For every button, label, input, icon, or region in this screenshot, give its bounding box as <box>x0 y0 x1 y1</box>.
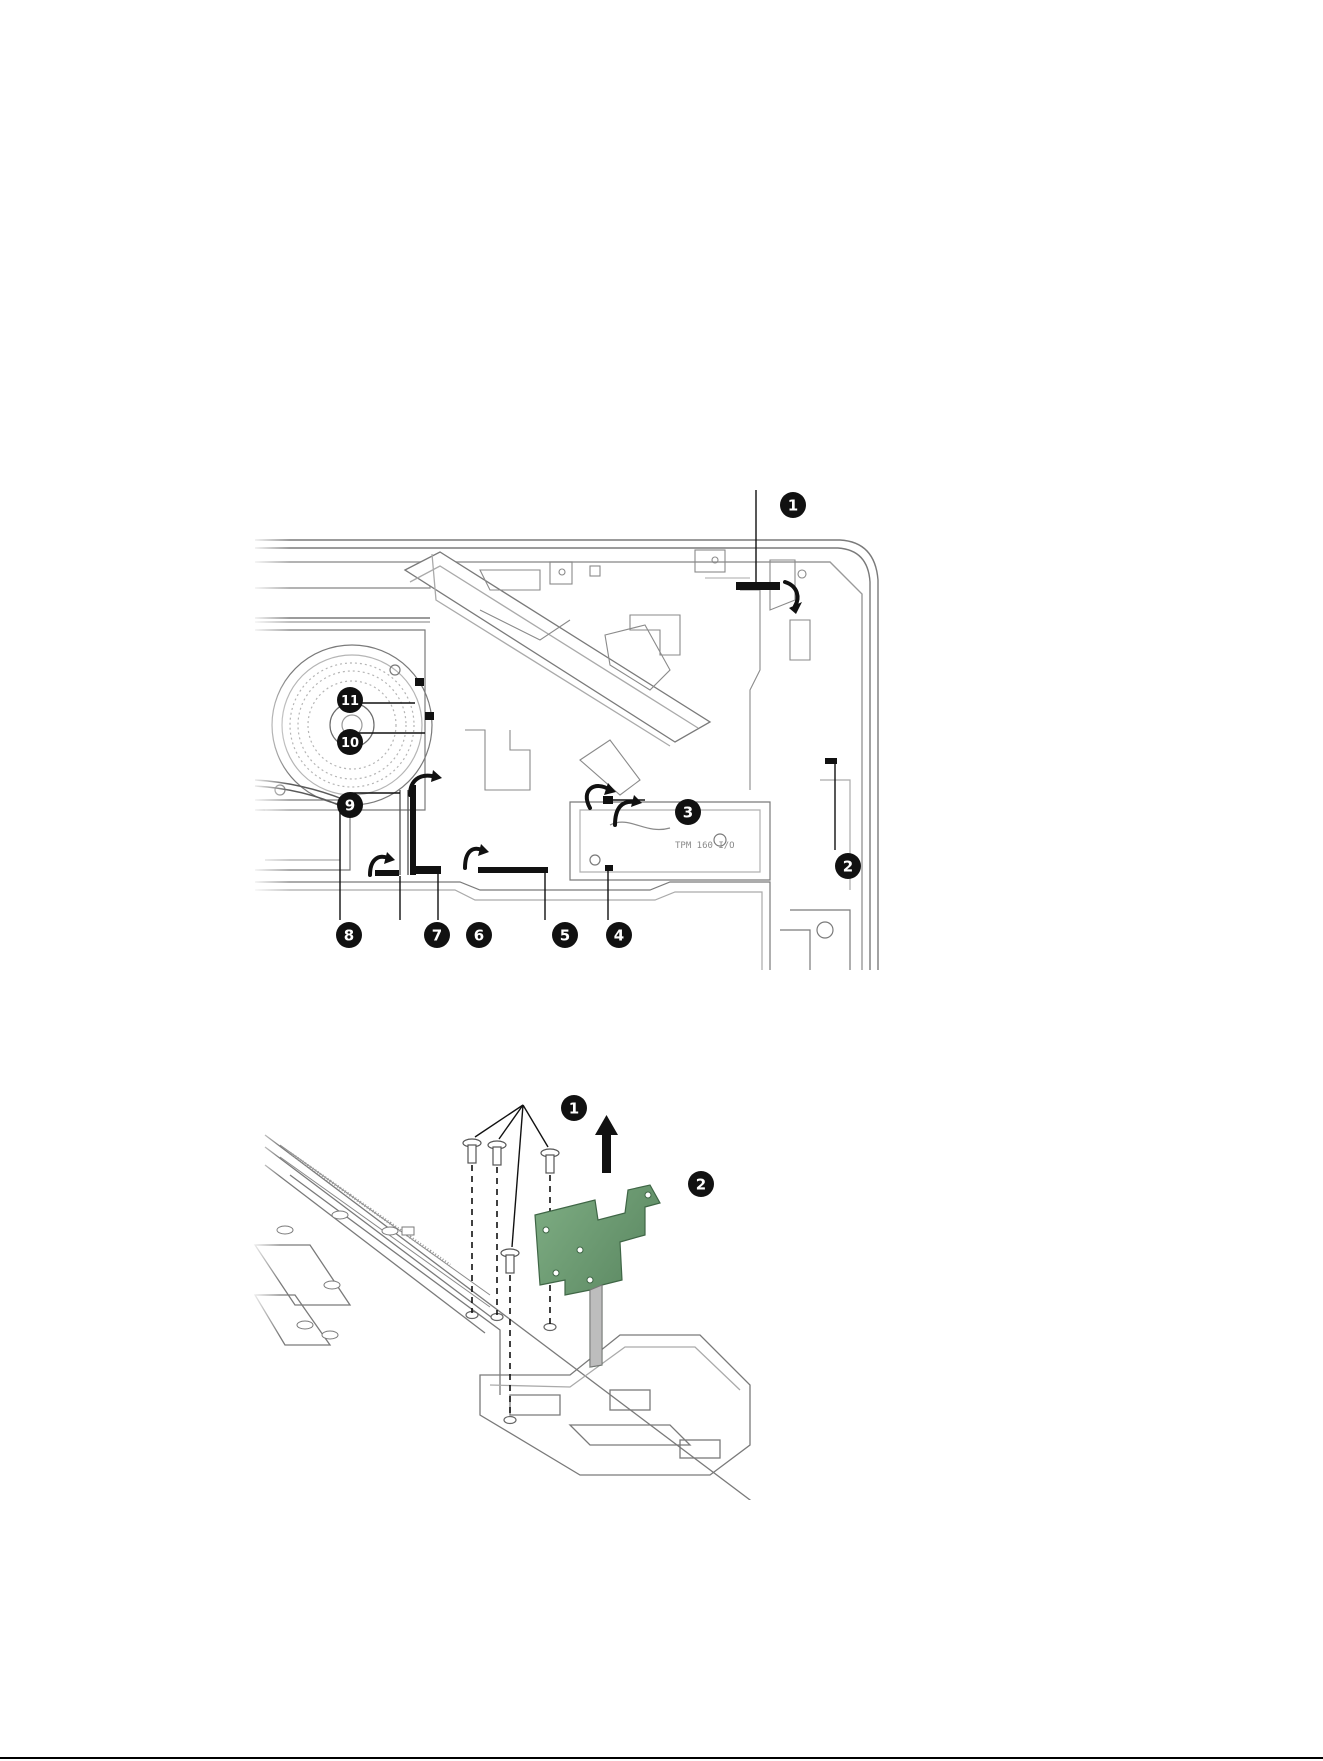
lift-arrow <box>595 1115 618 1173</box>
alignment-lines <box>472 1165 550 1418</box>
hinge-bracket-removal-illustration <box>250 1095 770 1500</box>
screw <box>501 1249 519 1273</box>
callout-layer <box>250 490 890 970</box>
cable-disconnect-illustration: TPM 160 I/O <box>250 490 890 970</box>
screw <box>463 1139 481 1163</box>
standoffs <box>277 1211 414 1339</box>
page-bottom-rule <box>0 1757 1323 1759</box>
hinge-bracket <box>535 1185 660 1367</box>
hinge-bracket-drawing <box>250 1095 770 1500</box>
screw <box>541 1149 559 1173</box>
screw <box>488 1141 506 1165</box>
callout-badges <box>250 490 890 970</box>
base-enclosure <box>255 1135 770 1500</box>
